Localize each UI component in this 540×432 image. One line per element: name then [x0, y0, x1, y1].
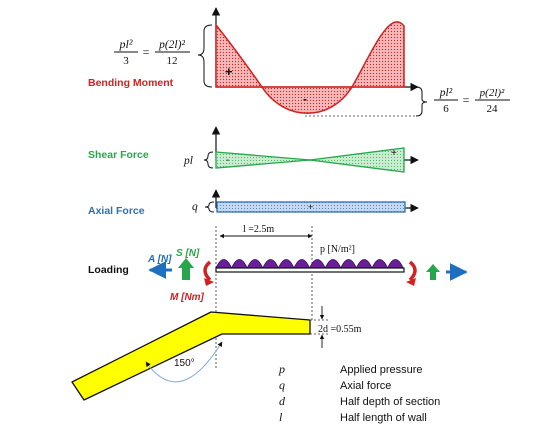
- moment-positive-region: [215, 22, 264, 88]
- depth-label: 2d =0.55m: [318, 324, 362, 335]
- moment-left-lhs-den: 3: [123, 55, 129, 67]
- axial-value: q: [192, 201, 198, 213]
- wall-section: [71, 311, 311, 401]
- length-dimension-label: l =2.5m: [243, 224, 274, 235]
- shear-reaction-label: S [N]: [176, 248, 200, 259]
- axial-force-diagram: + q Axial Force: [88, 189, 419, 217]
- angle-label: 150°: [174, 358, 195, 369]
- axial-sign-positive: +: [308, 202, 313, 212]
- legend-meaning-q: Axial force: [340, 380, 391, 392]
- moment-left-bracket: [197, 24, 213, 88]
- moment-negative-region: [260, 86, 354, 114]
- moment-left-eq: =: [143, 45, 150, 59]
- shear-sign-positive: +: [391, 148, 397, 159]
- moment-left-equation: pl² 3 = p(2l)² 12: [114, 37, 190, 67]
- moment-right-eq: =: [463, 93, 470, 107]
- legend-meaning-d: Half depth of section: [340, 396, 440, 408]
- bending-moment-diagram: + - pl² 3 = p(2l)² 12 Bending Moment pl²…: [88, 7, 510, 117]
- legend-meaning-p: Applied pressure: [340, 364, 423, 376]
- legend-symbol-d: d: [279, 394, 286, 408]
- shear-positive-region: [309, 147, 405, 173]
- moment-reaction-head-left: [204, 278, 214, 286]
- axial-reaction-label: A [N]: [147, 254, 172, 265]
- moment-right-rhs-den: 24: [487, 103, 499, 115]
- pressure-load: [215, 259, 404, 269]
- shear-label: Shear Force: [88, 149, 149, 161]
- shear-bracket: [203, 151, 214, 169]
- moment-reaction-head-right: [406, 278, 416, 286]
- moment-right-lhs-num: pl²: [439, 87, 453, 99]
- axial-label: Axial Force: [88, 205, 145, 217]
- legend-symbol-p: p: [278, 362, 285, 376]
- moment-right-bracket: [415, 86, 428, 117]
- moment-left-lhs-num: pl²: [119, 37, 133, 51]
- moment-reaction-arc-left: [203, 260, 212, 282]
- shear-reaction-arrow-right: [426, 264, 440, 280]
- moment-right-rhs-num: p(2l)²: [479, 87, 505, 99]
- loading-label: Loading: [88, 264, 129, 276]
- moment-right-equation: pl² 6 = p(2l)² 24: [434, 87, 510, 115]
- angle-arc: [145, 341, 223, 383]
- moment-label: Bending Moment: [88, 77, 174, 89]
- moment-reaction-arc-right: [408, 260, 417, 282]
- shear-value: pl: [183, 155, 193, 167]
- axial-region: [216, 201, 406, 213]
- moment-positive-region-right: [350, 21, 405, 88]
- axial-bracket: [204, 201, 215, 213]
- shear-reaction-arrow-left: [178, 258, 194, 280]
- legend-symbol-l: l: [279, 410, 283, 424]
- legend-symbol-q: q: [279, 378, 285, 392]
- wall-beam: [215, 267, 405, 273]
- moment-sign-negative: -: [303, 92, 307, 106]
- symbol-legend: p Applied pressure q Axial force d Half …: [278, 362, 440, 424]
- moment-reaction-label: M [Nm]: [170, 292, 205, 303]
- loading-diagram: l =2.5m p [N/m²] Loading A [N] S [N] M […: [88, 224, 468, 368]
- legend-meaning-l: Half length of wall: [340, 412, 427, 424]
- moment-sign-positive: +: [225, 64, 233, 79]
- pressure-label: p [N/m²]: [320, 244, 355, 255]
- shear-negative-region: [215, 151, 311, 169]
- shear-sign-negative: -: [226, 155, 229, 166]
- shear-force-diagram: - + pl Shear Force: [88, 126, 419, 173]
- moment-right-lhs-den: 6: [443, 103, 449, 115]
- wall-geometry: 2d =0.55m 150°: [71, 306, 362, 401]
- moment-left-rhs-den: 12: [167, 55, 178, 67]
- moment-left-rhs-num: p(2l)²: [158, 39, 185, 51]
